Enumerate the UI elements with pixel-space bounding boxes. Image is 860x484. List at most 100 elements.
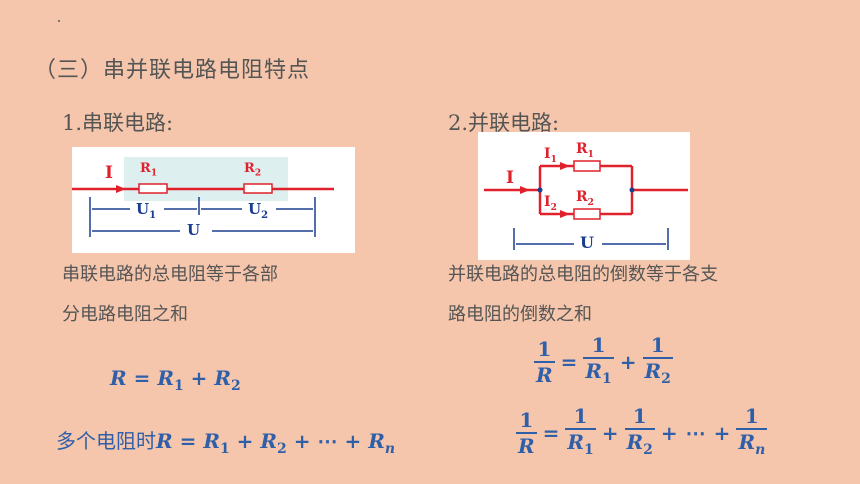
parallel-formula-t1-num: 1 — [583, 333, 614, 359]
series-description: 串联电路的总电阻等于各部 分电路电阻之和 — [62, 255, 278, 335]
parallel-formula-lhs-num: 1 — [534, 337, 555, 363]
series-u2-label: U2 — [248, 200, 268, 221]
series-formula-r2-sub: 2 — [231, 378, 241, 394]
parallel-circuit-diagram: I I1 I2 R1 R2 U — [478, 132, 690, 260]
parallel-i2-letter: I — [544, 194, 551, 210]
series-current-arrow — [116, 185, 126, 193]
parallel-resistor-r1 — [573, 160, 601, 172]
series-r2-sub: 2 — [254, 168, 262, 179]
parallel-multi-t2-den: R — [626, 430, 644, 454]
series-multi-ellipsis: ⋯ — [317, 429, 338, 453]
series-formula-plus: + — [190, 366, 208, 390]
parallel-description: 并联电路的总电阻的倒数等于各支 路电阻的倒数之和 — [448, 255, 718, 335]
series-multi-rn-sub: n — [384, 441, 395, 457]
parallel-formula-t1-sub: 1 — [602, 371, 612, 387]
series-formula-r: R — [110, 366, 127, 390]
parallel-i2-arrow — [560, 210, 570, 218]
series-r1-sub: 1 — [150, 168, 158, 179]
parallel-formula-plus: + — [619, 350, 637, 374]
series-multi-r2-sub: 2 — [277, 441, 287, 457]
parallel-i1-letter: I — [544, 146, 551, 162]
parallel-i2-sub: 2 — [550, 202, 557, 213]
series-u1-sub: 1 — [149, 210, 157, 221]
parallel-multi-t2-sub: 2 — [643, 442, 653, 458]
series-multi-prefix: 多个电阻时 — [56, 429, 156, 453]
parallel-u-label: U — [580, 233, 594, 252]
parallel-node-right — [629, 187, 635, 193]
parallel-desc-line1: 并联电路的总电阻的倒数等于各支 — [448, 264, 718, 285]
series-u2-letter: U — [248, 200, 262, 218]
parallel-multi-ellipsis: ⋯ — [685, 421, 706, 445]
series-r1-letter: R — [140, 161, 151, 176]
parallel-multi-tn-sub: n — [755, 442, 766, 458]
parallel-multi-tn-num: 1 — [736, 404, 768, 430]
series-u2-sub: 2 — [261, 210, 269, 221]
parallel-multi-lhs-den: R — [518, 434, 535, 458]
series-r2-label: R2 — [244, 161, 261, 179]
parallel-multi-tn-den: R — [738, 430, 756, 454]
corner-dot — [58, 20, 60, 22]
parallel-multi-plus3: + — [713, 421, 731, 445]
series-desc-line1: 串联电路的总电阻等于各部 — [62, 264, 278, 285]
slide-title: （三）串并联电路电阻特点 — [34, 58, 311, 83]
parallel-i2-label: I2 — [544, 194, 557, 213]
parallel-multi-eq: = — [542, 421, 560, 445]
parallel-node-left — [537, 187, 543, 193]
parallel-formula-t2-num: 1 — [642, 333, 673, 359]
series-current-label: I — [105, 163, 113, 183]
series-u1-label: U1 — [136, 200, 156, 221]
series-formula: R = R1 + R2 — [110, 366, 241, 394]
parallel-formula-t2-den: R — [644, 359, 662, 383]
parallel-formula-t2-sub: 2 — [661, 371, 671, 387]
parallel-multi-t1-den: R — [567, 430, 585, 454]
parallel-multi-plus2: + — [660, 421, 678, 445]
parallel-formula-t1-den: R — [585, 359, 603, 383]
series-multi-r: R — [156, 429, 173, 453]
series-r2-letter: R — [244, 161, 255, 176]
parallel-formula-lhs-den: R — [536, 363, 553, 387]
parallel-desc-line2: 路电阻的倒数之和 — [448, 304, 592, 325]
parallel-current-arrow — [520, 186, 530, 194]
parallel-heading: 2.并联电路: — [448, 111, 560, 135]
parallel-r1-label: R1 — [576, 141, 594, 160]
series-u-label: U — [187, 221, 201, 239]
parallel-r1-sub: 1 — [587, 149, 594, 160]
parallel-i1-label: I1 — [544, 146, 557, 165]
parallel-multi-t1-num: 1 — [565, 404, 596, 430]
parallel-multi-t1-sub: 1 — [584, 442, 594, 458]
parallel-r2-sub: 2 — [587, 197, 594, 208]
series-multi-formula: 多个电阻时R = R1 + R2 + ⋯ + Rn — [56, 425, 395, 457]
parallel-i1-arrow — [560, 162, 570, 170]
series-multi-eq: = — [179, 429, 197, 453]
series-multi-plus2: + — [293, 429, 311, 453]
series-desc-line2: 分电路电阻之和 — [62, 304, 188, 325]
series-multi-rn: R — [368, 429, 385, 453]
parallel-resistor-r2 — [573, 208, 601, 220]
parallel-r2-label: R2 — [576, 189, 594, 208]
parallel-r2-letter: R — [576, 189, 588, 205]
series-heading: 1.串联电路: — [62, 111, 174, 135]
series-formula-r1-sub: 1 — [173, 378, 184, 394]
series-u1-letter: U — [136, 200, 150, 218]
series-multi-plus3: + — [344, 429, 362, 453]
parallel-r1-letter: R — [576, 141, 588, 157]
parallel-multi-lhs-num: 1 — [516, 408, 537, 434]
parallel-formula-eq: = — [560, 350, 578, 374]
series-circuit-diagram: I R1 R2 U1 U2 U — [72, 147, 355, 253]
series-multi-plus1: + — [236, 429, 254, 453]
series-multi-r1-sub: 1 — [219, 441, 230, 457]
series-formula-eq: = — [133, 366, 151, 390]
parallel-i1-sub: 1 — [550, 154, 557, 165]
series-formula-r2: R — [214, 366, 232, 390]
series-resistor-r1 — [138, 183, 168, 194]
parallel-current-label: I — [506, 168, 514, 188]
series-resistor-r2 — [243, 183, 273, 194]
series-formula-r1: R — [157, 366, 174, 390]
parallel-multi-t2-num: 1 — [624, 404, 655, 430]
